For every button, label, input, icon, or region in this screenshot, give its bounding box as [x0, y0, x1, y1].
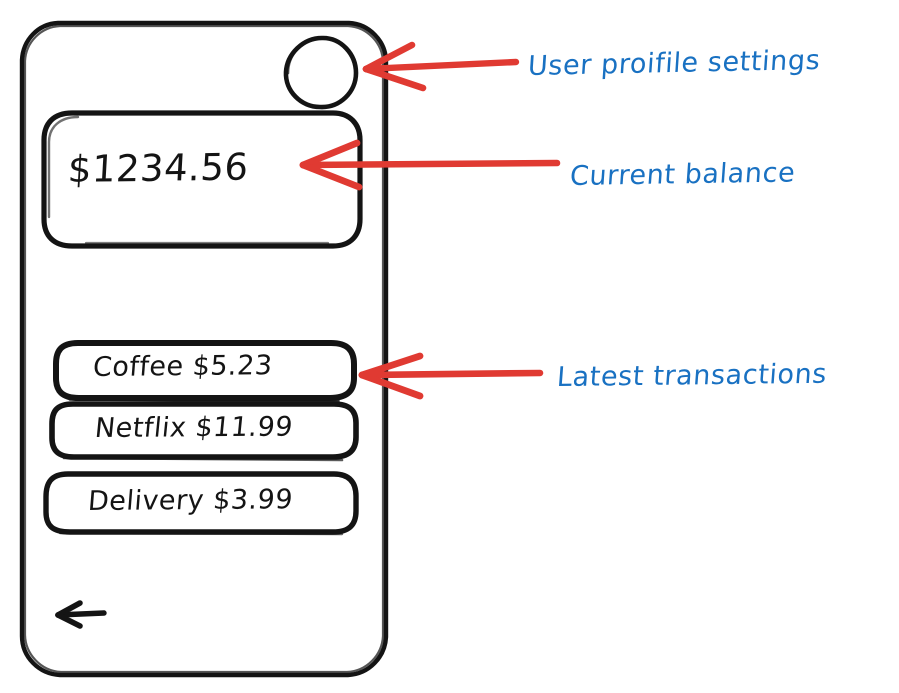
annotation-arrow-profile [362, 41, 520, 92]
annotation-label-profile: User proifile settings [526, 44, 822, 83]
back-arrow-icon[interactable] [55, 600, 107, 629]
profile-circle-icon[interactable] [283, 35, 359, 110]
transaction-row[interactable] [49, 401, 359, 462]
transaction-label-delivery: Delivery $3.99 [86, 484, 295, 518]
transaction-row[interactable] [43, 471, 359, 536]
annotation-arrow-transactions [358, 352, 544, 400]
annotation-label-transactions: Latest transactions [555, 358, 829, 394]
annotation-label-balance: Current balance [568, 157, 797, 193]
phone-frame [19, 20, 389, 678]
transaction-label-coffee: Coffee $5.23 [91, 350, 274, 384]
annotation-arrow-balance [299, 139, 561, 191]
transaction-label-netflix: Netflix $11.99 [93, 411, 295, 445]
transaction-row[interactable] [53, 340, 357, 403]
balance-amount: $1234.56 [66, 145, 250, 192]
balance-card[interactable] [41, 110, 363, 249]
